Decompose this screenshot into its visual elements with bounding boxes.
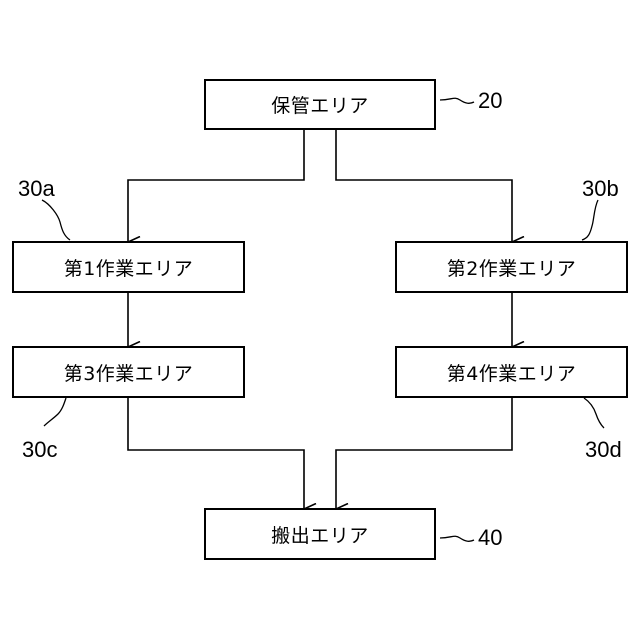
leader-line-20 bbox=[440, 98, 474, 103]
ref-label-30b: 30b bbox=[582, 176, 619, 202]
leader-line-30b bbox=[582, 200, 598, 240]
arrow-storage-to-work2 bbox=[336, 130, 512, 242]
arrow-work3-to-unload bbox=[128, 398, 304, 509]
leader-line-30d bbox=[584, 398, 604, 428]
leader-line-40 bbox=[440, 536, 474, 541]
box-work-area-3: 第3作業エリア bbox=[12, 346, 245, 398]
box-work-area-4: 第4作業エリア bbox=[395, 346, 628, 398]
ref-label-30d: 30d bbox=[585, 437, 622, 463]
box-storage-area: 保管エリア bbox=[204, 79, 436, 130]
ref-label-30c: 30c bbox=[22, 437, 57, 463]
ref-label-40: 40 bbox=[478, 525, 502, 551]
box-work-area-2: 第2作業エリア bbox=[395, 241, 628, 293]
arrow-storage-to-work1 bbox=[128, 130, 304, 242]
leader-line-30a bbox=[42, 200, 70, 240]
arrow-work4-to-unload bbox=[336, 398, 512, 509]
ref-label-30a: 30a bbox=[18, 176, 55, 202]
leader-line-30c bbox=[44, 398, 66, 426]
box-unload-area: 搬出エリア bbox=[204, 508, 436, 560]
ref-label-20: 20 bbox=[478, 88, 502, 114]
box-work-area-1: 第1作業エリア bbox=[12, 241, 245, 293]
